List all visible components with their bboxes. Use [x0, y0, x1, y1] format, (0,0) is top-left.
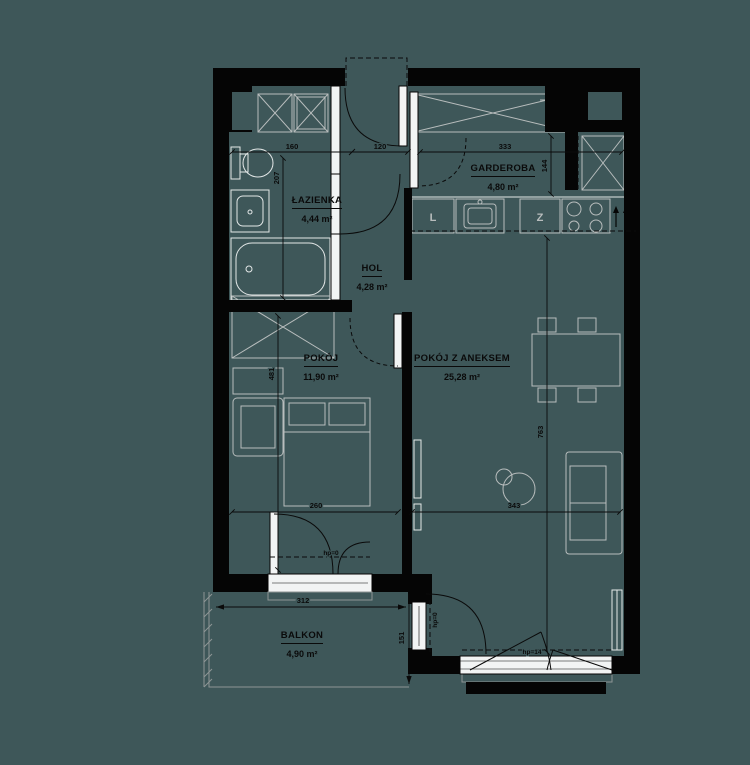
dim-top-garderoba: 333 — [499, 142, 512, 151]
dining-set-icon — [531, 317, 621, 403]
wall-niche — [588, 92, 622, 120]
room-area: 4,90 m² — [286, 648, 318, 659]
dim-balkon-width: 312 — [297, 596, 310, 605]
room-area: 25,28 m² — [443, 371, 481, 382]
room-area: 4,28 m² — [356, 281, 388, 292]
dim-garderoba-depth: 144 — [540, 159, 549, 172]
dishwasher-icon — [519, 198, 561, 234]
coffee-table-icon — [495, 468, 536, 506]
room-label-lazienka: ŁAZIENKA 4,44 m² — [257, 190, 377, 227]
washbasin-icon — [230, 189, 270, 233]
doors-windows — [267, 57, 636, 675]
dimension-lines — [216, 132, 626, 684]
tv-stand-icon — [413, 439, 422, 531]
kitchen-sink-icon — [455, 198, 505, 234]
wall-niche — [232, 92, 252, 130]
bathtub-icon — [230, 237, 331, 301]
room-name: ŁAZIENKA — [291, 195, 343, 209]
room-label-pokoj: POKÓJ 11,90 m² — [271, 348, 371, 385]
pokoj-balcony-door — [267, 511, 373, 601]
room-label-balkon: BALKON 4,90 m² — [247, 625, 357, 662]
armchair-icon — [232, 397, 284, 457]
dim-bathroom-depth: 207 — [272, 172, 281, 185]
balcony-outline — [203, 592, 409, 688]
room-label-hol: HOL 4,28 m² — [322, 258, 422, 295]
room-name: POKÓJ Z ANEKSEM — [414, 353, 510, 367]
room-area: 4,80 m² — [487, 181, 519, 192]
aneks-balcony-door-side — [411, 593, 487, 655]
walls — [213, 68, 640, 694]
room-name: GARDEROBA — [470, 163, 536, 177]
room-name: POKÓJ — [303, 353, 339, 367]
bathroom-door — [330, 85, 401, 301]
garderoba-door — [409, 91, 467, 189]
dim-top-bathroom: 160 — [286, 142, 299, 151]
aneks-furniture — [413, 317, 623, 651]
fridge-label: L — [430, 212, 437, 224]
entrance-door — [344, 57, 408, 147]
dim-aneks-height: 763 — [536, 426, 545, 439]
dim-pokoj-width: 260 — [310, 501, 323, 510]
desk-icon — [232, 367, 284, 395]
stove-icon — [561, 198, 611, 234]
room-area: 11,90 m² — [303, 371, 339, 382]
dim-aneks-width: 343 — [508, 501, 521, 510]
bed-icon — [283, 397, 371, 507]
room-area: 4,44 m² — [301, 213, 333, 224]
aneks-window — [459, 631, 613, 675]
shaft-icon — [581, 135, 625, 191]
washing-machine-icon — [257, 93, 329, 133]
dim-pokoj-height: 481 — [267, 368, 276, 381]
kitchen-fixtures — [408, 196, 629, 234]
hp-aneks-door: hp=0 — [432, 612, 439, 628]
hp-pokoj-door: hp=0 — [323, 550, 339, 557]
pokoj-furniture — [231, 295, 371, 507]
sofa-icon — [565, 451, 623, 555]
dim-top-hall: 120 — [374, 142, 387, 151]
room-name: BALKON — [280, 630, 324, 644]
pokoj-door — [349, 313, 403, 369]
room-name: HOL — [361, 263, 383, 277]
balcony-railing — [466, 682, 606, 694]
room-label-pokoj-z-aneksem: POKÓJ Z ANEKSEM 25,28 m² — [392, 348, 532, 385]
dim-balkon-depth: 151 — [397, 632, 406, 645]
dimension-labels: 160 120 333 207 144 481 260 343 763 312 … — [266, 141, 551, 646]
room-label-garderoba: GARDEROBA 4,80 m² — [443, 158, 563, 195]
dishwasher-label: Z — [537, 212, 544, 224]
sill-annotations: hp=0 hp=0 hp=14 — [322, 549, 543, 657]
hp-aneks-window: hp=14 — [523, 649, 542, 656]
balcony2-outline — [461, 673, 613, 683]
radiator-icon — [611, 589, 623, 651]
